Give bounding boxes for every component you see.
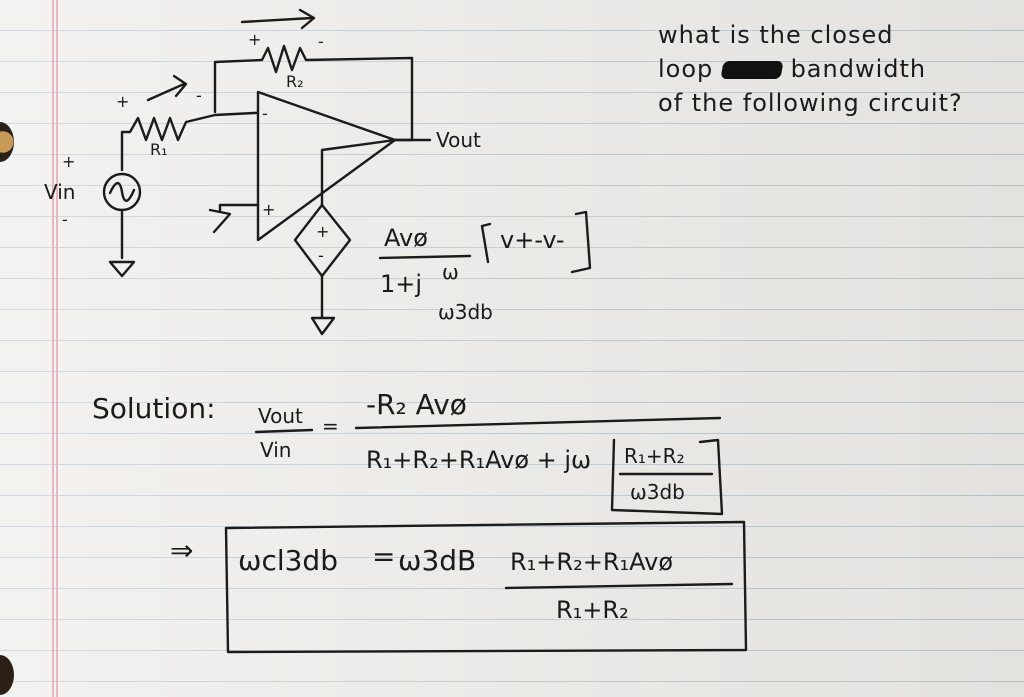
r2-label: R₂ [286,72,304,91]
gain-fraction-bar [378,254,472,260]
r1-plus: + [116,92,130,111]
result-lhs: ωcl3db [238,544,338,577]
question-line-1: what is the closed [658,21,894,49]
implies-arrow: ⇒ [170,534,194,567]
binder-hole [0,122,14,162]
margin-line [56,0,58,697]
feedback-wire [213,44,414,142]
scribble-mark [720,61,784,79]
opamp-plus: + [262,200,276,219]
gain-omega: ω [442,260,459,284]
bracket-numerator: R₁+R₂ [624,444,685,468]
source-minus: - [318,246,324,265]
r2-minus: - [318,32,324,51]
vin-sine [108,181,136,202]
gain-numerator: Avø [384,224,428,252]
opamp-minus: - [262,104,268,123]
source-plus: + [316,222,330,241]
r1-minus: - [196,86,202,105]
solution-vin: Vin [260,438,292,462]
vout-label: Vout [436,128,481,152]
result-denominator: R₁+R₂ [556,596,629,624]
bracket-box [610,438,724,516]
current-arrow-r2 [240,8,316,30]
result-w3db: ω3dB [398,544,477,577]
result-numerator: R₁+R₂+R₁Avø [510,548,674,576]
solution-equals: = [322,414,339,438]
vin-label: Vin [44,180,76,204]
result-box [224,520,748,654]
vout-fraction-bar [254,428,314,434]
question-loop: loop [658,55,714,83]
result-fraction-bar [504,582,734,590]
solution-fraction-bar [354,416,722,430]
current-arrow-r1 [146,74,188,102]
r2-plus: + [248,30,262,49]
vin-minus: - [62,210,68,229]
bracket-denominator: ω3db [630,480,685,504]
opamp-triangle [256,90,397,242]
question-line-3: of the following circuit? [658,89,963,117]
source-wire [320,138,397,320]
question-bandwidth: bandwidth [790,55,927,83]
vin-plus: + [62,152,76,171]
result-equals: = [372,540,396,573]
r1-resistor [120,111,256,172]
binder-hole [0,655,14,695]
ground-symbol [108,260,136,278]
ground-symbol [310,316,336,336]
gain-denominator-prefix: 1+j [380,270,423,298]
solution-label: Solution: [92,392,216,425]
solution-denominator: R₁+R₂+R₁Avø + jω [366,446,592,474]
r1-label: R₁ [150,140,168,159]
solution-numerator: -R₂ Avø [366,388,467,421]
question-line-2: loop bandwidth [658,52,926,86]
gain-bracket-text: v+-v- [500,226,565,254]
solution-vout: Vout [258,404,303,428]
gain-bracket [480,210,592,274]
gain-omega3db: ω3db [438,300,493,324]
margin-line [52,0,54,697]
noninverting-wire [208,203,260,234]
